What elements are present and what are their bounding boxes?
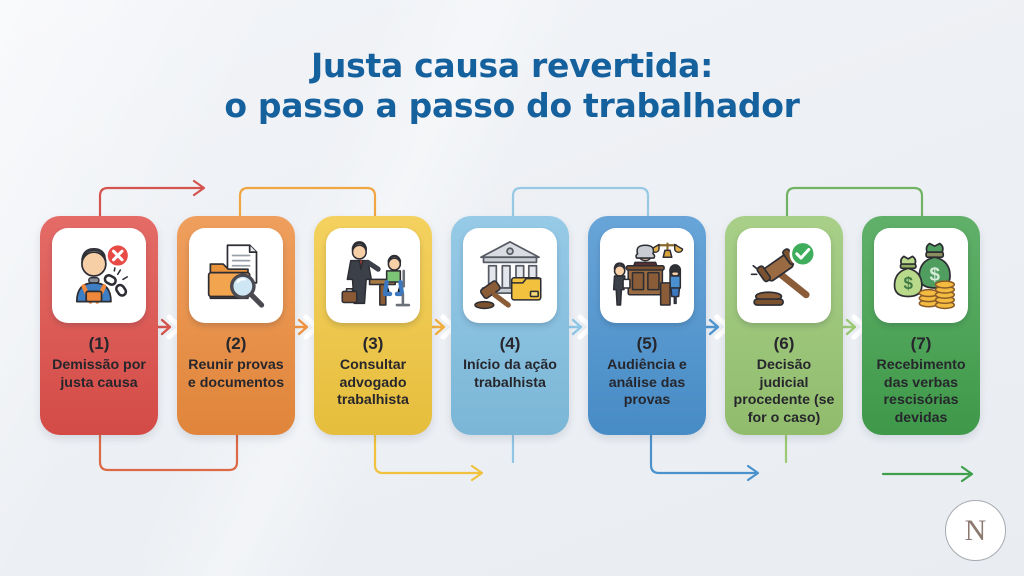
svg-text:$: $ <box>903 273 913 292</box>
step-3-text: (3) Consultar advogado trabalhista <box>321 334 425 410</box>
step-card-6: (6) Decisão judicial procedente (se for … <box>725 216 843 435</box>
step-3-icon-box <box>326 228 420 323</box>
step-1-icon-box <box>52 228 146 323</box>
step-label: Reunir provas e documentos <box>187 357 285 391</box>
folder-documents-magnifier-icon <box>207 243 265 308</box>
step-7-icon-box: $ $ <box>874 228 968 323</box>
connector-top-step2-step3-bracket <box>238 186 377 218</box>
step-4-icon-box <box>463 228 557 323</box>
step-5-icon-box <box>600 228 694 323</box>
step-number: (3) <box>362 334 384 353</box>
courtroom-hearing-icon <box>612 241 684 306</box>
step-number: (6) <box>773 334 795 353</box>
lawyer-consultation-icon <box>341 240 411 306</box>
step-label: Consultar advogado trabalhista <box>337 357 409 409</box>
courthouse-gavel-folder-icon <box>474 240 542 309</box>
step-number: (2) <box>225 334 247 353</box>
step-number: (7) <box>910 334 932 353</box>
connector-bottom-step3-arrow <box>373 432 484 482</box>
title-line-2: o passo a passo do trabalhador <box>224 86 800 126</box>
step-label: Demissão por justa causa <box>52 357 146 391</box>
step-card-5: (5) Audiência e análise das provas <box>588 216 706 435</box>
page-title: Justa causa revertida: o passo a passo d… <box>0 46 1024 127</box>
step-label: Audiência e análise das provas <box>607 357 687 409</box>
connector-bottom-step7-arrow <box>881 465 974 483</box>
step-5-text: (5) Audiência e análise das provas <box>595 334 699 410</box>
title-line-1: Justa causa revertida: <box>310 46 714 85</box>
step-7-text: (7) Recebimento das verbas rescisórias d… <box>869 334 973 427</box>
dismissed-worker-broken-chain-icon <box>75 242 130 304</box>
step-2-text: (2) Reunir provas e documentos <box>184 334 288 392</box>
step-6-text: (6) Decisão judicial procedente (se for … <box>732 334 836 427</box>
step-card-4: (4) Início da ação trabalhista <box>451 216 569 435</box>
connector-bottom-step1-step2-bracket <box>98 432 239 472</box>
connector-top-step6-step7-bracket <box>785 186 924 218</box>
connector-top-step1-arrow <box>98 179 206 218</box>
step-label: Decisão judicial procedente (se for o ca… <box>733 357 835 426</box>
connector-top-step4-step5-bracket <box>511 186 650 218</box>
step-card-3: (3) Consultar advogado trabalhista <box>314 216 432 435</box>
money-bags-coins-icon: $ $ <box>893 242 956 309</box>
step-card-2: (2) Reunir provas e documentos <box>177 216 295 435</box>
step-number: (1) <box>88 334 110 353</box>
step-label: Recebimento das verbas rescisórias devid… <box>876 357 966 426</box>
step-6-icon-box <box>737 228 831 323</box>
step-4-text: (4) Início da ação trabalhista <box>458 334 562 392</box>
gavel-approved-check-icon <box>750 240 817 306</box>
step-number: (4) <box>499 334 521 353</box>
connector-bottom-step5-arrow <box>649 432 760 482</box>
brand-logo-letter: N <box>964 513 987 547</box>
step-label: Início da ação trabalhista <box>463 357 557 391</box>
step-number: (5) <box>636 334 658 353</box>
step-card-7: $ $ (7) Recebimento das verbas rescisóri… <box>862 216 980 435</box>
svg-text:$: $ <box>929 263 940 284</box>
step-card-1: (1) Demissão por justa causa <box>40 216 158 435</box>
brand-logo: N <box>945 500 1006 561</box>
step-1-text: (1) Demissão por justa causa <box>47 334 151 392</box>
step-2-icon-box <box>189 228 283 323</box>
